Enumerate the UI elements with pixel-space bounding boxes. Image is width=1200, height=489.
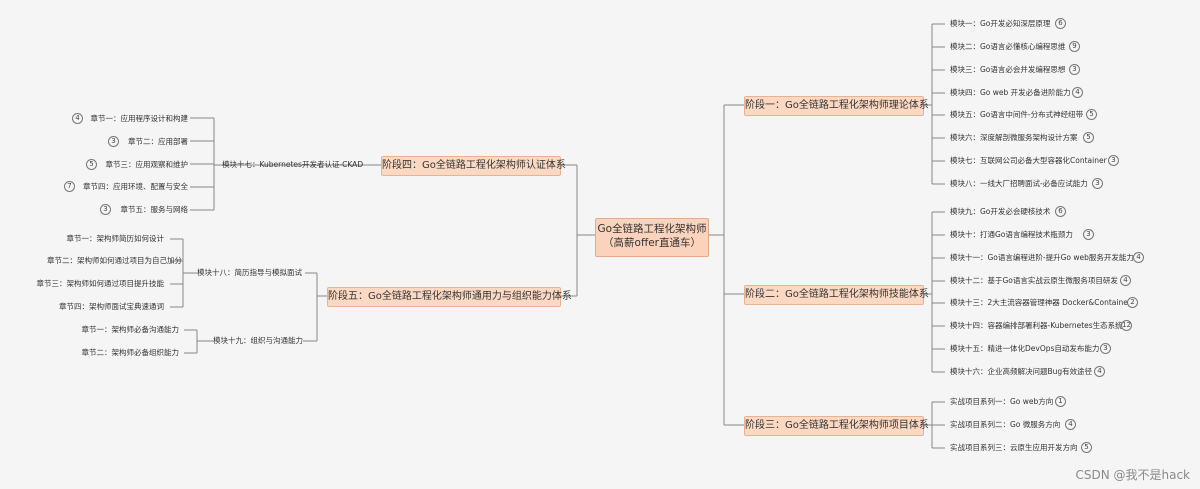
- s1-item-8-label[interactable]: 模块八：一线大厂招聘面试-必备应试能力: [950, 179, 1088, 188]
- watermark: CSDN @我不是hack: [1075, 468, 1190, 482]
- s3-item-2-count: 4: [1065, 419, 1076, 430]
- s1-item-1-label[interactable]: 模块一：Go开发必知深层原理: [950, 19, 1051, 28]
- s2-item-3-label[interactable]: 模块十一：Go语言编程进阶-提升Go web服务开发能力: [950, 253, 1134, 262]
- s1-item-4-count: 4: [1072, 87, 1083, 98]
- s5-module-2-label[interactable]: 模块十九：组织与沟通能力: [213, 336, 303, 345]
- s4-item-2-label[interactable]: 章节二：应用部署: [128, 137, 188, 146]
- s2-item-7-count: 3: [1100, 343, 1111, 354]
- s4-item-3-count: 5: [86, 159, 97, 170]
- s2-item-6-label[interactable]: 模块十四：容器编排部署利器-Kubernetes生态系统: [950, 321, 1123, 330]
- s1-item-8-count: 3: [1092, 178, 1103, 189]
- s2-item-3-count: 4: [1133, 252, 1144, 263]
- s1-item-3-label[interactable]: 模块三：Go语言必会并发编程思想: [950, 65, 1066, 74]
- s2-item-1-label[interactable]: 模块九：Go开发必会硬核技术: [950, 207, 1051, 216]
- s5-m1-item-2-label[interactable]: 章节二：架构师如何通过项目为自己加分: [47, 256, 182, 265]
- s1-item-5-label[interactable]: 模块五：Go语言中间件-分布式神经纽带: [950, 110, 1084, 119]
- s1-item-7-label[interactable]: 模块七：互联网公司必备大型容器化Container: [950, 156, 1107, 165]
- s2-item-7-label[interactable]: 模块十五：精进一体化DevOps自动发布能力: [950, 344, 1100, 353]
- s2-item-8-count: 4: [1094, 366, 1105, 377]
- s5-m1-item-3-label[interactable]: 章节三：架构师如何通过项目提升技能: [36, 279, 165, 288]
- s1-item-5-count: 5: [1086, 109, 1097, 120]
- s5-m2-item-1-label[interactable]: 章节一：架构师必备沟通能力: [81, 325, 180, 334]
- root-title: Go全链路工程化架构师: [597, 223, 707, 235]
- s2-item-6-count: 12: [1121, 320, 1132, 331]
- s1-item-2-label[interactable]: 模块二：Go语言必懂核心编程思维: [950, 42, 1066, 51]
- stage-2-node[interactable]: 阶段二：Go全链路工程化架构师技能体系: [744, 285, 929, 305]
- root-subtitle: （高薪offer直通车）: [603, 237, 701, 249]
- s2-item-8-label[interactable]: 模块十六：企业高频解决问题Bug有效途径: [950, 367, 1093, 376]
- s3-item-2-label[interactable]: 实战项目系列二：Go 微服务方向: [950, 420, 1061, 429]
- s1-item-6-count: 5: [1083, 132, 1094, 143]
- s5-m2-item-2-label[interactable]: 章节二：架构师必备组织能力: [81, 348, 180, 357]
- s4-item-1-count: 4: [72, 113, 83, 124]
- s3-item-3-count: 5: [1081, 442, 1092, 453]
- s2-item-5-count: 2: [1127, 297, 1138, 308]
- stage-4-node[interactable]: 阶段四：Go全链路工程化架构师认证体系: [381, 156, 566, 176]
- s3-item-1-count: 1: [1055, 396, 1066, 407]
- s1-item-6-label[interactable]: 模块六：深度解剖微服务架构设计方案: [950, 133, 1078, 142]
- s1-item-1-count: 6: [1055, 18, 1066, 29]
- s1-item-2-count: 9: [1069, 41, 1080, 52]
- s4-item-1-label[interactable]: 章节一：应用程序设计和构建: [90, 114, 189, 123]
- s4-item-5-count: 3: [100, 204, 111, 215]
- s1-item-3-count: 3: [1069, 64, 1080, 75]
- root-node[interactable]: Go全链路工程化架构师 （高薪offer直通车）: [595, 218, 709, 257]
- s5-m1-item-4-label[interactable]: 章节四：架构师面试宝典速通词: [59, 302, 164, 311]
- s1-item-7-count: 3: [1108, 155, 1119, 166]
- s2-item-4-count: 4: [1120, 275, 1131, 286]
- s4-item-4-count: 7: [64, 181, 75, 192]
- s2-item-2-label[interactable]: 模块十：打通Go语言编程技术瓶颈力: [950, 230, 1073, 239]
- stage-1-node[interactable]: 阶段一：Go全链路工程化架构师理论体系: [744, 96, 929, 116]
- s3-item-1-label[interactable]: 实战项目系列一：Go web方向: [950, 397, 1054, 406]
- s4-item-4-label[interactable]: 章节四：应用环境、配置与安全: [83, 182, 188, 191]
- s2-item-4-label[interactable]: 模块十二：基于Go语言实战云原生微服务项目研发: [950, 276, 1118, 285]
- s4-item-3-label[interactable]: 章节三：应用观察和维护: [105, 160, 189, 169]
- s2-item-5-label[interactable]: 模块十三：2大主流容器管理神器 Docker&Containerd: [950, 298, 1136, 307]
- stage-5-node[interactable]: 阶段五：Go全链路工程化架构师通用力与组织能力体系: [327, 287, 572, 307]
- s4-item-5-label[interactable]: 章节五：服务与网络: [120, 205, 189, 214]
- s5-module-1-label[interactable]: 模块十八：简历指导与模拟面试: [197, 268, 302, 277]
- s4-item-2-count: 3: [108, 136, 119, 147]
- s1-item-4-label[interactable]: 模块四：Go web 开发必备进阶能力: [950, 88, 1071, 97]
- s4-module-label[interactable]: 模块十七：Kubernetes开发者认证-CKAD: [222, 160, 364, 169]
- s2-item-2-count: 3: [1083, 229, 1094, 240]
- s3-item-3-label[interactable]: 实战项目系列三：云原生应用开发方向: [950, 443, 1078, 452]
- stage-3-node[interactable]: 阶段三：Go全链路工程化架构师项目体系: [744, 416, 929, 436]
- s5-m1-item-1-label[interactable]: 章节一：架构师简历如何设计: [66, 234, 165, 243]
- s2-item-1-count: 6: [1055, 206, 1066, 217]
